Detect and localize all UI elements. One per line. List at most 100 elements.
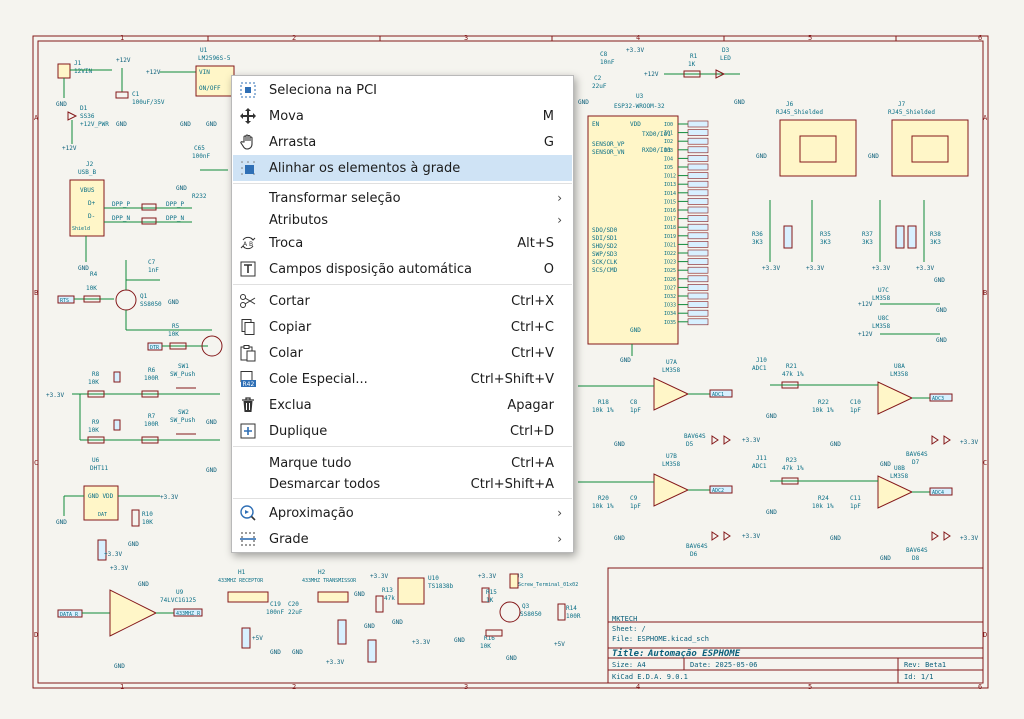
svg-text:1pF: 1pF — [630, 503, 641, 510]
svg-text:DTR: DTR — [150, 345, 160, 351]
svg-text:C10: C10 — [850, 399, 861, 406]
menu-item-drag[interactable]: Arrasta G — [233, 129, 572, 155]
menu-item-swap[interactable]: A B Troca Alt+S — [233, 230, 572, 256]
svg-text:D1: D1 — [80, 105, 88, 112]
svg-text:SW1: SW1 — [178, 363, 189, 370]
svg-text:+3.3V: +3.3V — [916, 265, 934, 272]
sheet-inner-border — [37, 40, 984, 684]
menu-item-align-grid[interactable]: Alinhar os elementos à grade — [233, 155, 572, 181]
menu-item-zoom[interactable]: Aproximação › — [233, 500, 572, 526]
svg-text:SW_Push: SW_Push — [170, 417, 196, 424]
svg-text:R5: R5 — [172, 323, 180, 330]
menu-separator — [233, 183, 572, 184]
menu-item-autoplace-fields[interactable]: Campos disposição automática O — [233, 256, 572, 282]
svg-text:J7: J7 — [898, 101, 906, 108]
led-section: +12V R1 1K D3 LED GND — [644, 47, 745, 106]
svg-text:+5V: +5V — [252, 635, 263, 642]
svg-text:SCS/CMD: SCS/CMD — [592, 267, 618, 274]
ir-section: +3.3V R13 47k U10 TS1838b GND GND +3.3V — [364, 573, 454, 663]
move-icon — [239, 107, 257, 125]
svg-text:D-: D- — [88, 213, 95, 220]
menu-item-label: Campos disposição automática — [269, 261, 472, 277]
svg-text:100R: 100R — [144, 375, 159, 382]
svg-text:R36: R36 — [752, 231, 763, 238]
svg-text:+3.3V: +3.3V — [960, 439, 978, 446]
svg-text:Q3: Q3 — [522, 603, 530, 610]
svg-text:DPP_P: DPP_P — [166, 201, 184, 208]
file-name: File: ESPHOME.kicad_sch — [612, 635, 709, 643]
menu-item-label: Aproximação — [269, 505, 354, 521]
menu-item-grid[interactable]: Grade › — [233, 526, 572, 552]
menu-item-label: Duplique — [269, 423, 328, 439]
menu-separator — [233, 284, 572, 285]
svg-text:VIN: VIN — [199, 69, 210, 76]
net-label-box — [687, 172, 709, 179]
menu-item-duplicate[interactable]: Duplique Ctrl+D — [233, 418, 572, 444]
menu-item-attributes[interactable]: Atributos › — [233, 207, 572, 233]
svg-text:R37: R37 — [862, 231, 873, 238]
svg-text:R24: R24 — [818, 495, 829, 502]
svg-text:12VIN: 12VIN — [74, 68, 92, 75]
menu-item-copy[interactable]: Copiar Ctrl+C — [233, 314, 572, 340]
svg-text:H2: H2 — [318, 569, 326, 576]
svg-text:U10: U10 — [428, 575, 439, 582]
svg-text:USB_B: USB_B — [78, 169, 96, 176]
menu-item-transform-selection[interactable]: Transformar seleção › — [233, 185, 572, 211]
menu-item-shortcut: Ctrl+C — [510, 319, 554, 335]
svg-text:GND: GND — [868, 153, 879, 160]
row-label: A — [34, 114, 39, 122]
svg-text:433MHZ_R: 433MHZ_R — [176, 611, 201, 617]
row-label: D — [34, 631, 38, 639]
menu-item-shortcut: M — [542, 108, 554, 124]
svg-text:GND: GND — [56, 101, 67, 108]
menu-item-paste-special[interactable]: R42 Cole Especial... Ctrl+Shift+V — [233, 366, 572, 392]
row-label-right: B — [983, 289, 987, 297]
svg-text:+5V: +5V — [554, 641, 565, 648]
submenu-arrow-icon: › — [557, 213, 562, 227]
menu-item-select-all[interactable]: Marque tudo Ctrl+A — [233, 450, 572, 476]
svg-text:ON/OFF: ON/OFF — [199, 85, 221, 92]
svg-text:R38: R38 — [930, 231, 941, 238]
svg-text:R23: R23 — [786, 457, 797, 464]
svg-text:U9: U9 — [176, 589, 184, 596]
svg-text:+3.3V: +3.3V — [742, 437, 760, 444]
net-label-box — [687, 318, 709, 326]
svg-text:47k 1%: 47k 1% — [782, 371, 804, 378]
svg-text:R232: R232 — [192, 193, 207, 200]
menu-item-delete[interactable]: Exclua Apagar — [233, 392, 572, 418]
menu-item-deselect-all[interactable]: Desmarcar todos Ctrl+Shift+A — [233, 471, 572, 497]
menu-item-paste[interactable]: Colar Ctrl+V — [233, 340, 572, 366]
svg-text:GND: GND — [116, 121, 127, 128]
svg-text:U6: U6 — [92, 457, 100, 464]
menu-item-select-pcb[interactable]: Seleciona na PCI — [233, 77, 572, 103]
svg-text:GND: GND — [766, 413, 777, 420]
col-label: 4 — [636, 34, 640, 42]
svg-text:ESP32-WROOM-32: ESP32-WROOM-32 — [614, 103, 665, 110]
svg-text:SDO/SD0: SDO/SD0 — [592, 227, 618, 234]
menu-item-shortcut: O — [543, 261, 554, 277]
net-label-box — [687, 232, 709, 240]
net-label-box — [687, 301, 709, 308]
svg-text:GND: GND — [270, 649, 281, 656]
svg-text:100R: 100R — [144, 421, 159, 428]
menu-item-label: Seleciona na PCI — [269, 82, 377, 98]
esp32-pin-label: IO25 — [664, 268, 676, 274]
svg-text:GND: GND — [880, 461, 891, 468]
submenu-arrow-icon: › — [557, 532, 562, 546]
esp32-pin-label: IO0 — [664, 122, 673, 128]
svg-text:Q1: Q1 — [140, 293, 148, 300]
svg-text:GND: GND — [56, 519, 67, 526]
svg-text:BAV64S: BAV64S — [684, 433, 706, 440]
esp32-section: +3.3V C8 10nF C2 22uF GND U3 ESP32-WROOM… — [578, 47, 679, 364]
svg-text:BAV64S: BAV64S — [906, 451, 928, 458]
net-label-box — [687, 241, 709, 248]
svg-text:LM358: LM358 — [662, 367, 680, 374]
svg-text:3K3: 3K3 — [820, 239, 831, 246]
reset-transistor-section: R4 10K RTS Q1 SS8050 C7 1nF GND R5 10K D… — [57, 259, 223, 357]
esp32-pin-label: IO3 — [664, 148, 673, 154]
menu-item-move[interactable]: Mova M — [233, 103, 572, 129]
menu-item-cut[interactable]: Cortar Ctrl+X — [233, 288, 572, 314]
svg-text:47k 1%: 47k 1% — [782, 465, 804, 472]
net-label-box — [687, 292, 709, 300]
